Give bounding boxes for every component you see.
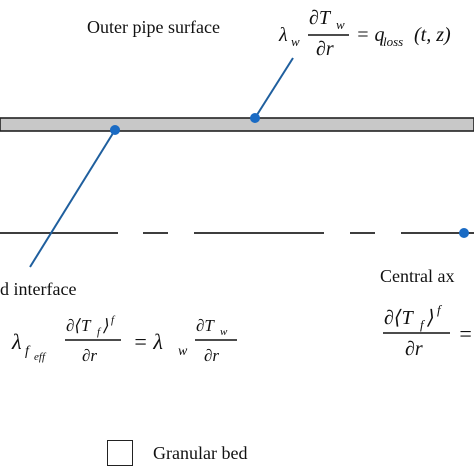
svg-text:∂r: ∂r (82, 346, 97, 365)
svg-text:⟩: ⟩ (426, 307, 435, 329)
interface-leader (29, 129, 116, 268)
svg-text:λ: λ (278, 24, 288, 46)
svg-text:∂T: ∂T (309, 7, 332, 29)
svg-text:eff: eff (34, 351, 47, 363)
svg-text:f: f (97, 326, 102, 338)
central-axis-equation: ∂⟨T f ⟩ f ∂r = (383, 302, 473, 360)
interface-marker (110, 125, 120, 135)
svg-text:= λ: = λ (133, 329, 163, 354)
svg-text:=: = (458, 321, 473, 346)
legend-label: Granular bed (153, 442, 248, 463)
svg-text:w: w (220, 326, 228, 338)
svg-text:f: f (437, 302, 443, 317)
svg-text:∂⟨T: ∂⟨T (384, 307, 415, 329)
svg-text:f: f (420, 317, 426, 332)
svg-text:w: w (291, 34, 300, 49)
interface-equation: λ f eff ∂⟨T f ⟩ f ∂r = λ w ∂T w ∂r (11, 314, 237, 365)
pipe-wall (0, 117, 474, 132)
svg-text:⟩: ⟩ (102, 316, 110, 335)
svg-text:λ: λ (11, 329, 22, 354)
svg-text:f: f (25, 344, 31, 359)
svg-text:∂T: ∂T (196, 316, 215, 335)
outer-surface-label: Outer pipe surface (87, 17, 220, 37)
svg-text:∂r: ∂r (316, 38, 334, 60)
svg-text:loss: loss (383, 34, 403, 49)
central-axis-label: Central ax (380, 266, 454, 286)
svg-text:∂r: ∂r (405, 338, 423, 360)
svg-text:∂r: ∂r (204, 346, 219, 365)
granular-bed-swatch (107, 440, 133, 466)
svg-text:(t, z): (t, z) (414, 24, 451, 46)
legend: Granular bed (107, 440, 247, 466)
svg-text:w: w (336, 17, 345, 32)
svg-text:∂⟨T: ∂⟨T (66, 316, 92, 335)
interface-label: d interface (0, 279, 76, 299)
svg-text:f: f (111, 314, 116, 326)
central-axis-marker (459, 228, 469, 238)
outer-surface-leader (254, 57, 294, 119)
svg-text:= q: = q (356, 24, 385, 46)
outer-surface-equation: λ w ∂T w ∂r = q loss (t, z) (278, 7, 451, 60)
outer-surface-marker (250, 113, 260, 123)
svg-text:w: w (178, 344, 188, 359)
